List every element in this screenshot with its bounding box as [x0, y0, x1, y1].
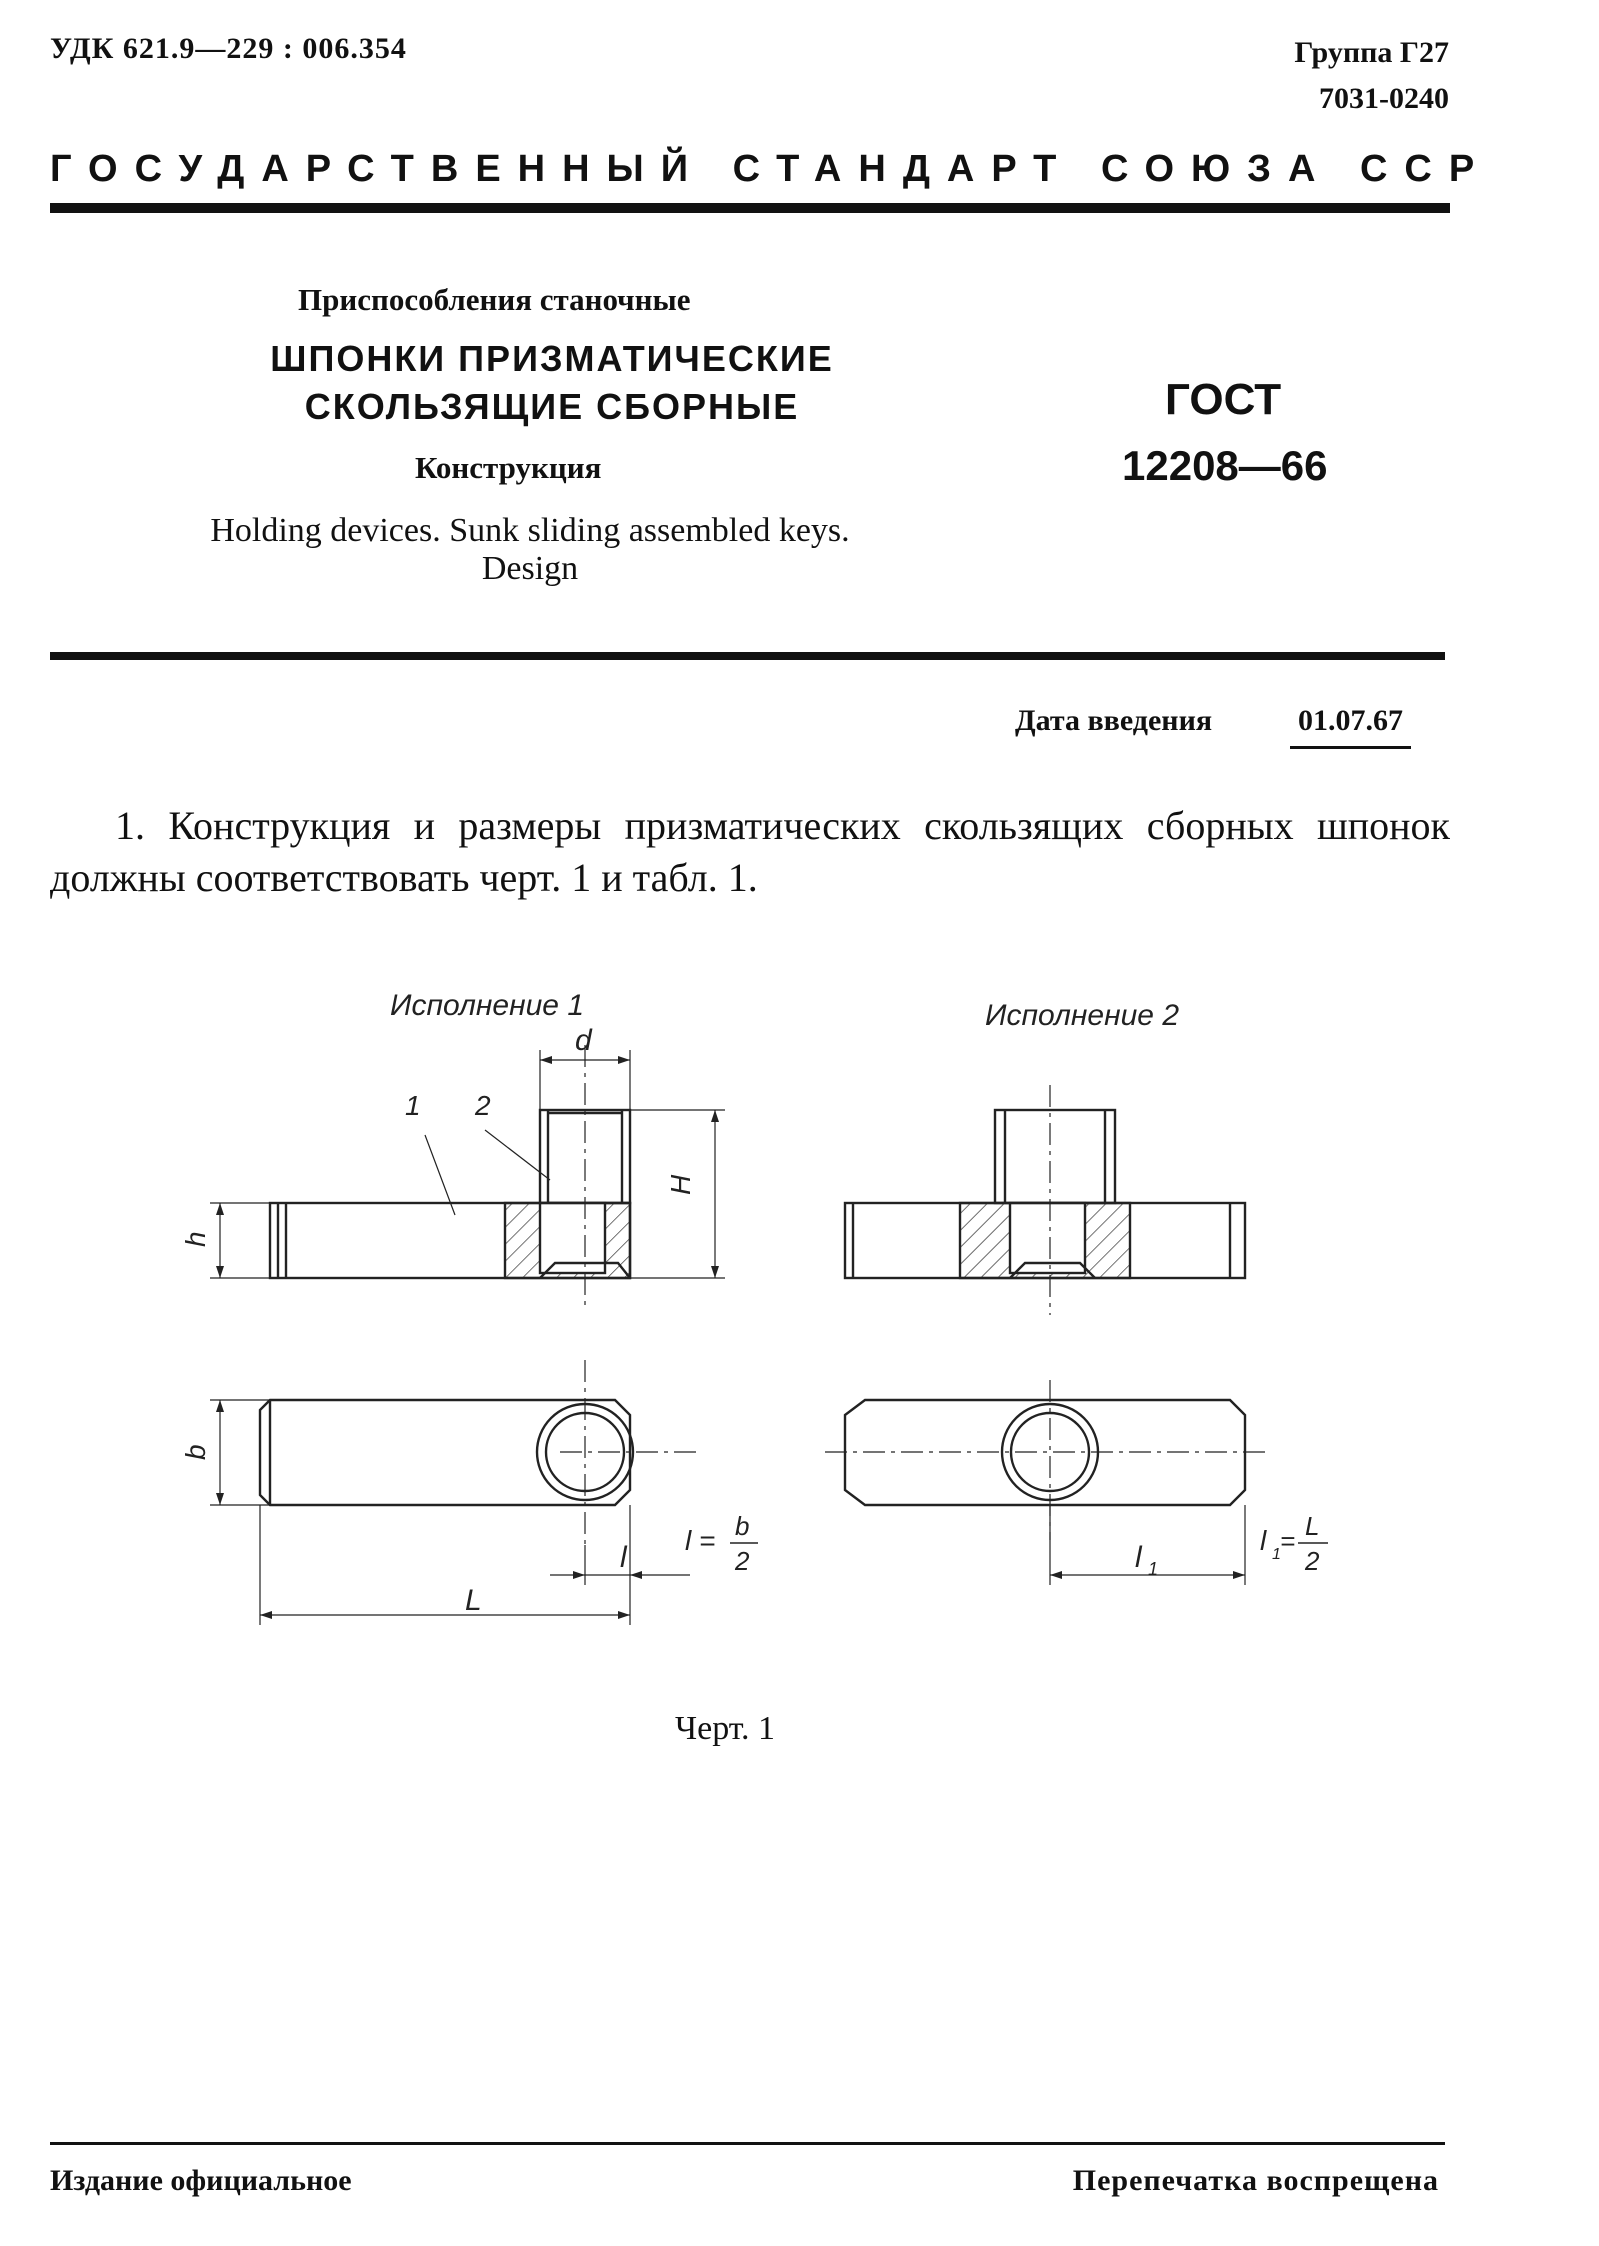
formula-l1-eq-sign: =: [1280, 1526, 1295, 1556]
group-code: Группа Г27: [1294, 36, 1449, 69]
variant1-top-view: [258, 1360, 700, 1545]
footer-rule: [50, 2142, 1445, 2145]
title-design: Конструкция: [415, 450, 602, 485]
dim-h-label: h: [180, 1231, 211, 1247]
date-label: Дата введения: [1015, 704, 1213, 737]
date-value: 01.07.67: [1290, 704, 1411, 749]
english-title: Holding devices. Sunk sliding assembled …: [110, 512, 950, 588]
dim-H-label: H: [665, 1174, 696, 1195]
banner-rule: [50, 203, 1450, 213]
dim-L-label: L: [465, 1584, 482, 1617]
variant1-side-view: [268, 1045, 632, 1310]
dim-l1-label: l: [1135, 1541, 1143, 1574]
udk-code: УДК 621.9—229 : 006.354: [50, 32, 407, 65]
formula-L-numerator: L: [1305, 1511, 1319, 1541]
english-title-line-2: Design: [481, 550, 579, 587]
title-rule: [50, 652, 1445, 660]
english-title-line-1: Holding devices. Sunk sliding assembled …: [210, 512, 850, 549]
figure-caption: Черт. 1: [675, 1710, 776, 1747]
title-line-2: СКОЛЬЗЯЩИЕ СБОРНЫЕ: [304, 386, 800, 427]
dim-d-label: d: [575, 1024, 593, 1057]
title-subtitle: Приспособления станочные: [298, 282, 691, 317]
formula-L-denominator: 2: [1304, 1546, 1320, 1576]
footer-reprint-prohibited: Перепечатка воспрещена: [1072, 2164, 1439, 2197]
classification-code: 7031-0240: [1319, 82, 1449, 115]
formula-l-eq: l =: [685, 1525, 715, 1556]
state-standard-banner: ГОСУДАРСТВЕННЫЙ СТАНДАРТ СОЮЗА ССР: [50, 148, 1492, 190]
dim-l1-subscript: 1: [1148, 1559, 1158, 1579]
formula-l1-subscript: 1: [1272, 1546, 1281, 1563]
gost-label: ГОСТ: [1165, 375, 1282, 424]
callout-1: 1: [405, 1090, 421, 1121]
variant2-side-view: [843, 1085, 1247, 1315]
formula-b-numerator: b: [735, 1511, 749, 1541]
technical-drawing: Исполнение 1 Исполнение 2 d 1 2 H h b L …: [180, 989, 1328, 1625]
document-title: ШПОНКИ ПРИЗМАТИЧЕСКИЕ СКОЛЬЗЯЩИЕ СБОРНЫЕ: [252, 335, 852, 431]
footer-official-edition: Издание официальное: [50, 2164, 352, 2197]
body-paragraph: 1. Конструкция и размеры призматических …: [50, 803, 1450, 900]
formula-b-denominator: 2: [734, 1546, 750, 1576]
variant1-label: Исполнение 1: [390, 989, 584, 1022]
formula-l1: l: [1260, 1525, 1267, 1556]
dim-l-label: l: [620, 1541, 628, 1574]
dim-b-label: b: [180, 1444, 211, 1460]
variant2-label: Исполнение 2: [985, 999, 1179, 1032]
title-line-1: ШПОНКИ ПРИЗМАТИЧЕСКИЕ: [270, 338, 834, 379]
callout-2: 2: [474, 1090, 491, 1121]
variant2-top-view: [825, 1380, 1270, 1540]
gost-number: 12208—66: [1122, 442, 1328, 489]
